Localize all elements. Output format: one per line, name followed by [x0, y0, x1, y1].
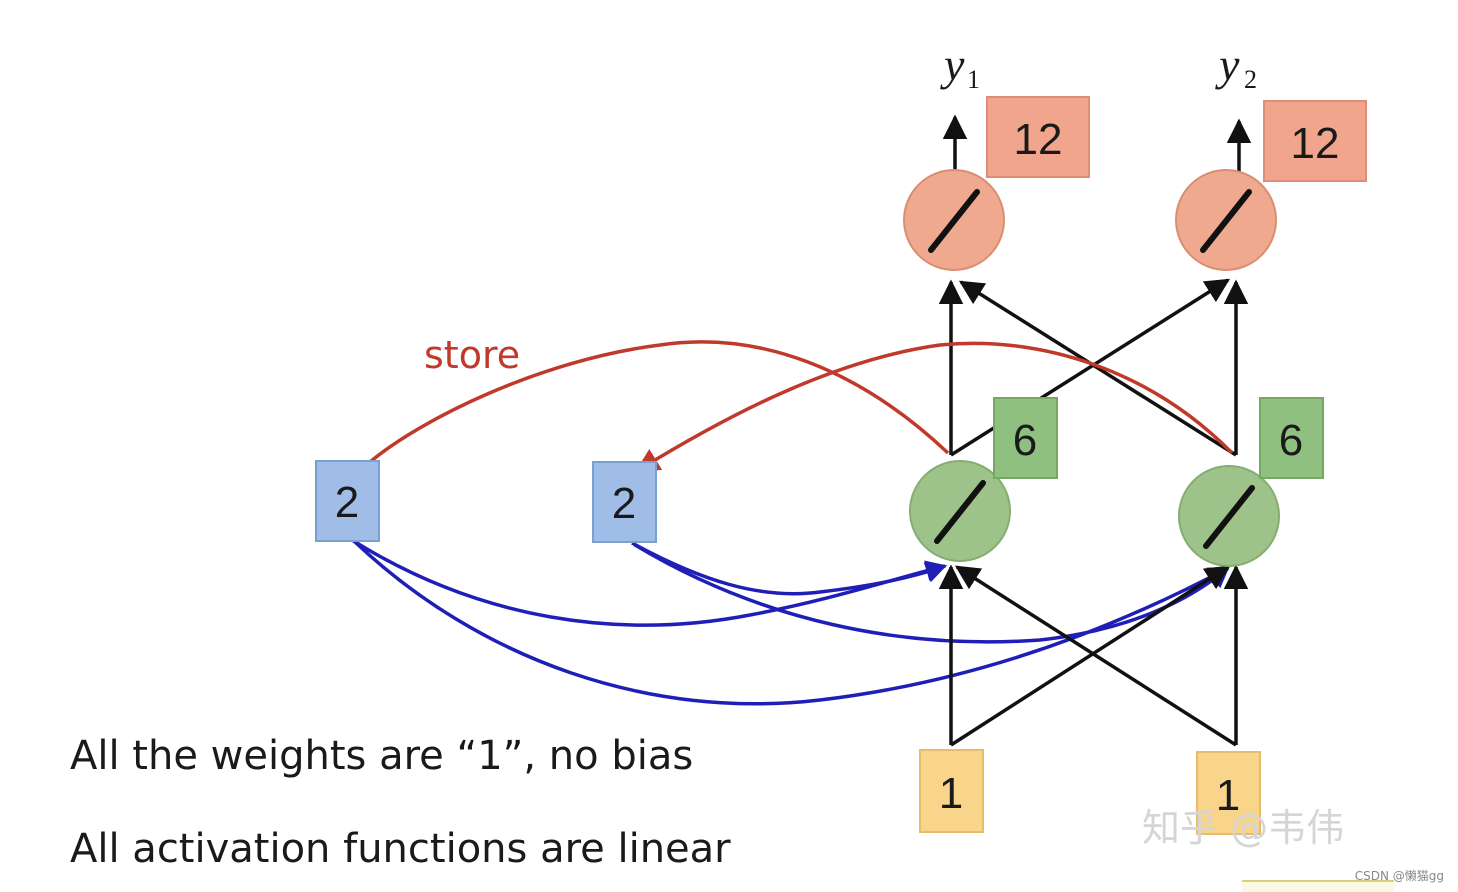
- store-arrow-hidden1-to-memory1: [368, 340, 950, 464]
- corner-decoration: [1242, 880, 1394, 892]
- output-value-box-1: 12: [986, 96, 1090, 178]
- output-label-y1: y 1: [940, 39, 980, 94]
- input-box-1: 1: [919, 749, 984, 833]
- hidden-value-box-2: 6: [1259, 397, 1324, 479]
- output-label-y2: y 2: [1215, 39, 1257, 94]
- memory2-to-hidden2-arrow: [634, 543, 1230, 644]
- hidden2-to-output1-arrow: [958, 280, 1237, 457]
- activation-caption: All activation functions are linear: [70, 826, 731, 872]
- linear-activation-icon: [1200, 189, 1252, 253]
- input-value-2: 1: [1216, 771, 1240, 820]
- svg-text:2: 2: [1244, 65, 1257, 94]
- memory-value-1: 2: [335, 478, 359, 527]
- memory-box-1: [315, 460, 380, 542]
- linear-activation-icon: [928, 189, 980, 253]
- memory-value-2: 2: [612, 479, 636, 528]
- hidden-neuron-2: [1178, 465, 1280, 567]
- memory1-to-hidden2-arrow: [353, 540, 1230, 706]
- output-neuron-1: [903, 169, 1005, 271]
- output-up-arrows: [942, 114, 1252, 172]
- store-label: store: [424, 333, 520, 377]
- weights-caption: All the weights are “1”, no bias: [70, 733, 694, 779]
- hidden1-to-output2-arrow: [950, 278, 1231, 457]
- hidden-neuron-1: [909, 460, 1011, 562]
- linear-activation-icon: [1203, 485, 1255, 549]
- memory-to-hidden-arrows: [351, 538, 1230, 706]
- input-box-2: 1: [1196, 751, 1261, 835]
- store-arrow-hidden2-to-memory2: [634, 341, 1234, 473]
- svg-text:y: y: [1215, 39, 1240, 90]
- hidden-value-box-1: 6: [993, 397, 1058, 479]
- memory-box-2: [592, 461, 657, 543]
- input-to-hidden-arrows: [938, 564, 1249, 747]
- memory2-to-hidden1-arrow: [631, 541, 947, 596]
- csdn-credit: CSDN @懒猫gg: [1354, 869, 1444, 883]
- linear-activation-icon: [934, 480, 986, 544]
- store-arrows: [368, 340, 1234, 473]
- output-value-1: 12: [1014, 115, 1063, 164]
- zhihu-watermark: 知乎 @韦伟: [1142, 806, 1344, 850]
- hidden-value-1: 6: [1013, 416, 1037, 465]
- input1-to-hidden2-arrow: [950, 565, 1231, 747]
- hidden-value-2: 6: [1279, 416, 1303, 465]
- input2-to-hidden1-arrow: [954, 565, 1237, 747]
- output-value-box-2: 12: [1263, 100, 1367, 182]
- svg-text:y: y: [940, 39, 965, 90]
- output-value-2: 12: [1291, 119, 1340, 168]
- memory-cell-1: 2: [315, 460, 380, 542]
- svg-text:1: 1: [967, 65, 980, 94]
- input-value-1: 1: [939, 769, 963, 818]
- memory-cell-2: 2: [592, 461, 657, 543]
- output-neuron-2: [1175, 169, 1277, 271]
